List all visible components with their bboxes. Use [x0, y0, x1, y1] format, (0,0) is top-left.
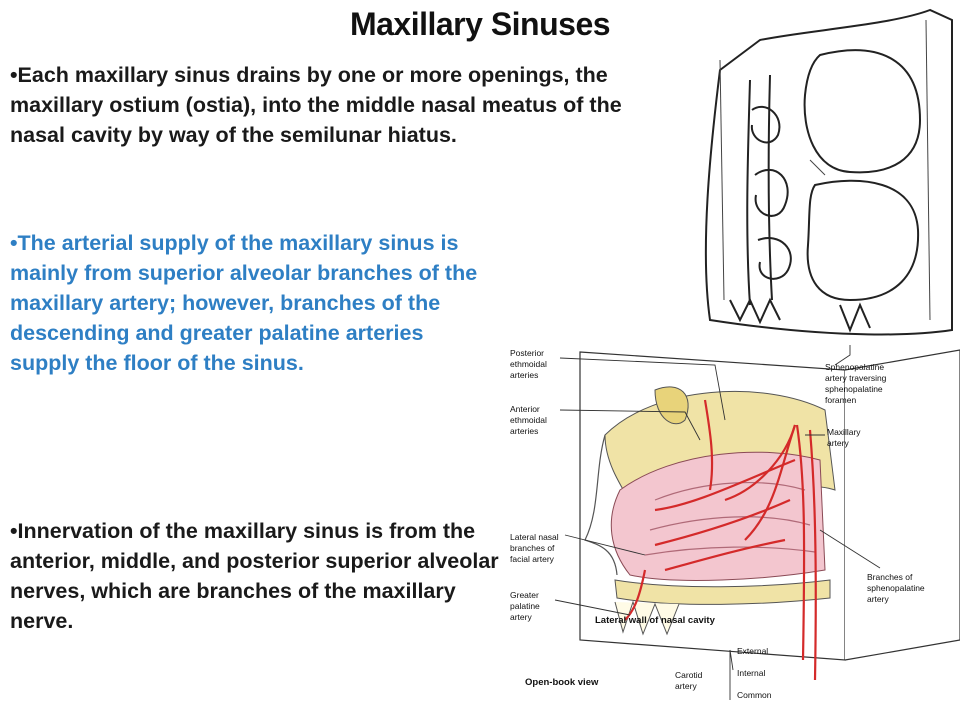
label-carotid-internal: Internal [737, 668, 765, 678]
page-title: Maxillary Sinuses [349, 6, 611, 42]
lateral-nasal-wall-diagram: Posterior ethmoidal arteries Anterior et… [505, 340, 960, 720]
sinus-coronal-diagram [704, 8, 953, 336]
label-carotid-common: Common [737, 690, 772, 700]
label-greater-palatine: Greater palatine artery [510, 590, 542, 622]
figure-view-label: Open-book view [525, 677, 599, 688]
label-sphenopalatine: Sphenopalatine artery traversing sphenop… [825, 362, 889, 405]
label-carotid-artery: Carotid artery [675, 670, 705, 691]
label-carotid-external: External [737, 646, 768, 656]
label-branches-sphenopalatine: Branches of sphenopalatine artery [867, 572, 927, 604]
paragraph-drainage: •Each maxillary sinus drains by one or m… [10, 63, 622, 147]
figure-caption: Lateral wall of nasal cavity [595, 615, 716, 626]
label-lateral-nasal-branches: Lateral nasal branches of facial artery [510, 532, 561, 564]
label-posterior-ethmoidal: Posterior ethmoidal arteries [510, 348, 549, 380]
label-anterior-ethmoidal: Anterior ethmoidal arteries [510, 404, 549, 436]
paragraph-innervation: •Innervation of the maxillary sinus is f… [10, 519, 499, 633]
label-maxillary-artery: Maxillary artery [827, 427, 863, 448]
paragraph-arterial-supply: •The arterial supply of the maxillary si… [10, 231, 478, 375]
